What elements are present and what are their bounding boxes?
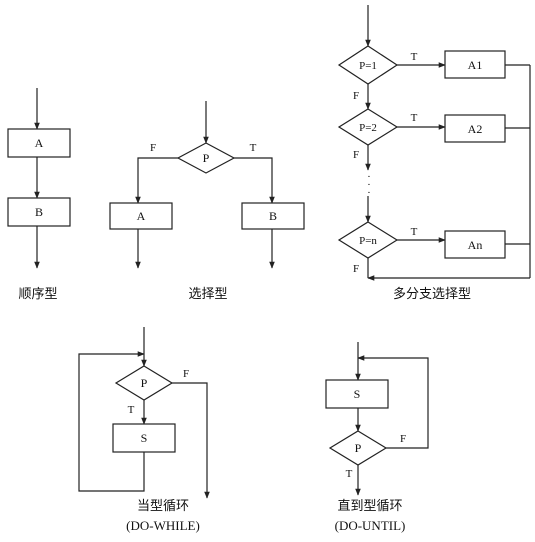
multi-ellipsis-dot-2: ·: [367, 179, 371, 191]
dountil-false-label: F: [400, 433, 406, 445]
dountil-true-label: T: [346, 468, 353, 480]
dowhile-caption-english: (DO-WHILE): [126, 518, 200, 533]
selection-false-branch: [135, 157, 178, 204]
dowhile-true-label: T: [128, 404, 135, 416]
dowhile-loop-back-arrow: [78, 351, 145, 492]
dowhile-false-label: F: [183, 368, 189, 380]
multi-caption: 多分支选择型: [393, 286, 471, 302]
selection-false-label: F: [150, 142, 156, 154]
multi-true-label-n: T: [411, 226, 418, 238]
selection-caption: 选择型: [188, 287, 227, 302]
multi-branch-structure: P=1 T A1 F P=2 T A2 F · · · P=n T An F: [337, 5, 531, 302]
dowhile-caption: 当型循环: [137, 499, 189, 514]
multi-box-a1: [444, 50, 506, 79]
multi-decision-2-label: P=2: [359, 122, 377, 134]
do-while-structure: P T S F 当型循环 (DO-WHILE): [78, 327, 210, 533]
multi-true-label-1: T: [411, 51, 418, 63]
multi-decision-n-label: P=n: [359, 235, 377, 247]
multi-ellipsis-dot-3: ·: [367, 187, 371, 199]
dowhile-box-s: [112, 423, 176, 453]
dowhile-decision-label: P: [141, 376, 148, 390]
selection-box-b: [241, 202, 305, 230]
multi-box-a2-label: A2: [468, 122, 483, 136]
sequence-box-a: [7, 128, 71, 158]
multi-box-an: [444, 230, 506, 259]
multi-true-label-2: T: [411, 112, 418, 124]
selection-decision-label: P: [203, 151, 210, 165]
selection-true-branch: [234, 157, 275, 204]
sequence-box-b: [7, 197, 71, 227]
sequence-structure: A B 顺序型: [7, 88, 71, 302]
dountil-caption-english: (DO-UNTIL): [335, 518, 406, 533]
multi-box-an-label: An: [468, 238, 483, 252]
multi-box-a1-label: A1: [468, 58, 483, 72]
selection-box-a-label: A: [137, 209, 146, 223]
dountil-decision-label: P: [355, 441, 362, 455]
selection-structure: P F T A B 选择型: [109, 101, 305, 302]
sequence-box-b-label: B: [35, 205, 43, 219]
do-until-structure: S P F T 直到型循环 (DO-UNTIL): [325, 342, 429, 533]
multi-false-label-2: F: [353, 149, 359, 161]
selection-decision-diamond: [176, 142, 236, 174]
dountil-false-loop-arrow: [357, 355, 429, 449]
multi-decision-1-label: P=1: [359, 60, 377, 72]
sequence-box-a-label: A: [35, 136, 44, 150]
selection-true-label: T: [250, 142, 257, 154]
dountil-box-s: [325, 379, 389, 409]
dowhile-false-exit-arrow: [172, 382, 210, 499]
dountil-box-s-label: S: [354, 387, 361, 401]
selection-box-b-label: B: [269, 209, 277, 223]
multi-false-label-n: F: [353, 263, 359, 275]
sequence-caption: 顺序型: [18, 287, 57, 302]
selection-box-a: [109, 202, 173, 230]
multi-ellipsis-dot-1: ·: [367, 171, 371, 183]
dowhile-box-s-label: S: [141, 431, 148, 445]
multi-box-a2: [444, 114, 506, 143]
dountil-caption: 直到型循环: [337, 499, 402, 514]
multi-false-label-1: F: [353, 90, 359, 102]
